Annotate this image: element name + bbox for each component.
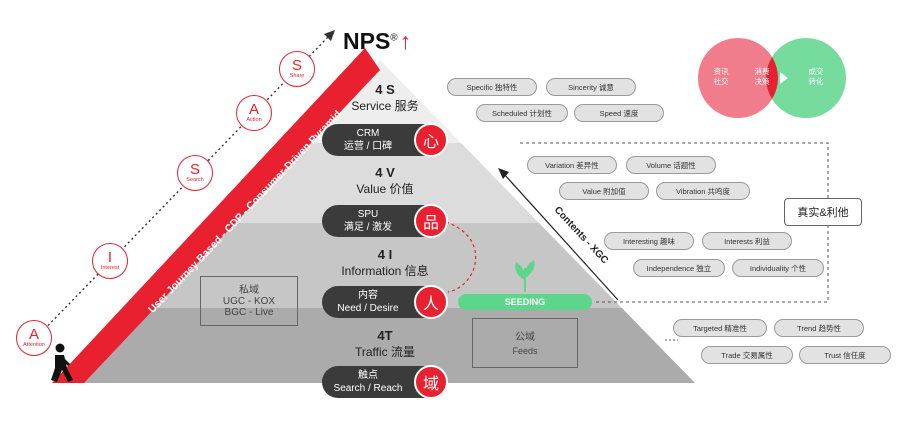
tag-trend: Trend 趋势性 [774, 319, 864, 337]
venn-right-label: 成交转化 [808, 67, 824, 86]
journey-dotted-line [33, 34, 331, 341]
venn-right-circle [766, 38, 846, 118]
private-domain-box: 私域 UGC - KOX BGC - Live [200, 276, 298, 326]
tag-variation: Variation 差异性 [527, 156, 617, 174]
badge-people: 人 [414, 285, 448, 319]
venn-arrow-icon [780, 72, 788, 84]
badge-product: 品 [414, 204, 448, 238]
journey-step-share: S Share [279, 51, 315, 87]
venn-overlap [766, 57, 778, 99]
venn-left-circle [698, 38, 778, 118]
tag-volume: Volume 话题性 [626, 156, 716, 174]
nps-label: NPS [343, 28, 391, 54]
tier-i-title: 4 I Information 信息 [341, 247, 429, 278]
up-arrow-icon: ↑ [399, 28, 412, 54]
seeding-bar: SEEDING [458, 294, 592, 310]
badge-domain: 域 [414, 365, 448, 399]
journey-arrowhead [324, 30, 335, 41]
badge-connector [445, 221, 477, 293]
journey-step-action: A Action [236, 95, 272, 131]
tier-v-title: 4 V Value 价值 [356, 165, 414, 196]
tag-trade: Trade 交易属性 [701, 346, 793, 364]
tag-trust: Trust 信任度 [799, 346, 891, 364]
contents-arrow [503, 173, 619, 301]
journey-band [52, 48, 380, 383]
tag-scheduled: Scheduled 计划性 [476, 104, 568, 122]
tier-t-title: 4T Traffic 流量 [354, 328, 415, 359]
journey-step-search: S Search [177, 155, 213, 191]
tag-sincerity: Sincerity 诚意 [546, 78, 636, 96]
tag-vibration: Vibration 共鸣度 [656, 182, 750, 200]
truth-altruism-box: 真实&利他 [784, 198, 862, 226]
sprout-icon [515, 260, 535, 292]
tag-speed: Speed 速度 [574, 104, 664, 122]
venn-left-label: 资讯社交 [713, 67, 729, 86]
tag-value: Value 附加值 [559, 182, 649, 200]
walking-person-icon [51, 343, 73, 382]
tier-s-title: 4 S Service 服务 [351, 82, 419, 113]
registered-mark: ® [390, 32, 398, 44]
bracket-dashed-line [520, 142, 829, 303]
tag-specific: Specific 独特性 [447, 78, 537, 96]
journey-step-attention: A Attention [16, 320, 52, 356]
tag-interesting: Interesting 趣味 [604, 232, 694, 250]
contents-arrowhead [498, 168, 509, 179]
public-domain-box: 公域 Feeds [472, 318, 578, 368]
venn-middle-label: 消费决策 [754, 67, 770, 86]
tag-independence: Independence 独立 [633, 259, 725, 277]
badge-heart: 心 [414, 123, 448, 157]
tag-targeted: Targeted 精准性 [673, 319, 767, 337]
journey-step-interest: I Interest [92, 243, 128, 279]
nps-headline: NPS®↑ [343, 28, 411, 55]
tag-individuality: Individuality 个性 [732, 259, 824, 277]
tag-interests: Interests 利益 [702, 232, 792, 250]
